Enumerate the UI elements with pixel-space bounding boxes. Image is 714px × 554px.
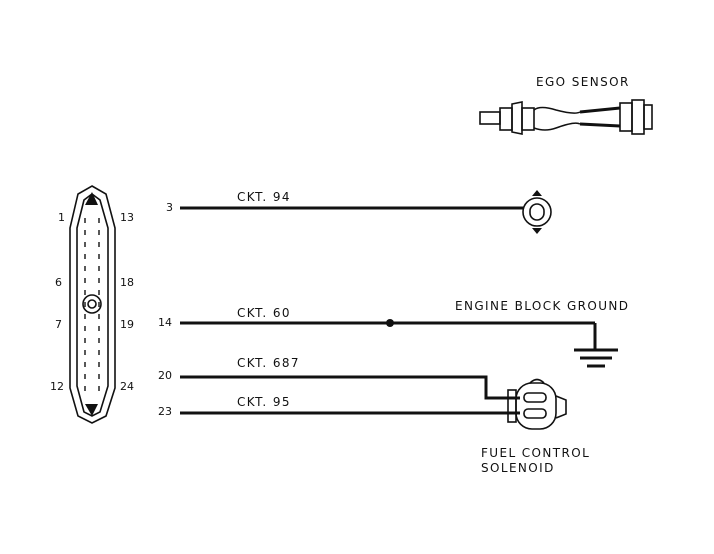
connector-pin-18: 18 <box>120 276 134 289</box>
wire-ckt-687 <box>180 375 520 400</box>
ego-sensor <box>479 99 653 135</box>
ckt-687-label: CKT. 687 <box>237 356 300 370</box>
ckt-60-label: CKT. 60 <box>237 306 291 320</box>
wire-ckt-60 <box>180 319 618 368</box>
solenoid-label: SOLENOID <box>481 461 555 475</box>
connector-center-bolt <box>82 294 102 314</box>
connector-pin-12: 12 <box>50 380 64 393</box>
ckt-94-label: CKT. 94 <box>237 190 291 204</box>
wire-pin-3: 3 <box>166 201 173 214</box>
wire-ckt-94 <box>180 190 552 234</box>
connector-pin-1: 1 <box>58 211 65 224</box>
fuel-control-solenoid <box>507 378 567 430</box>
connector-pin-24: 24 <box>120 380 134 393</box>
wire-pin-20: 20 <box>158 369 172 382</box>
connector-pin-19: 19 <box>120 318 134 331</box>
wire-pin-23: 23 <box>158 405 172 418</box>
ckt-95-label: CKT. 95 <box>237 395 291 409</box>
ecu-connector <box>69 185 116 424</box>
connector-pin-13: 13 <box>120 211 134 224</box>
engine-block-ground-label: ENGINE BLOCK GROUND <box>455 299 630 313</box>
connector-pin-7: 7 <box>55 318 62 331</box>
fuel-control-label: FUEL CONTROL <box>481 446 591 460</box>
ego-sensor-label: EGO SENSOR <box>536 75 630 89</box>
connector-pin-6: 6 <box>55 276 62 289</box>
wire-pin-14: 14 <box>158 316 172 329</box>
